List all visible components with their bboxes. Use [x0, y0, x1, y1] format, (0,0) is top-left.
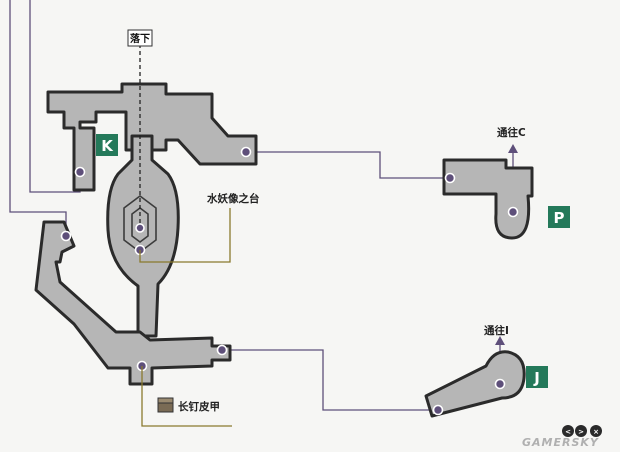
badge-p [548, 206, 570, 228]
dot-j-exit [494, 378, 506, 390]
to-i-label: 通往I [484, 324, 509, 337]
close-icon: × [593, 428, 599, 436]
badge-p-letter: P [554, 209, 565, 227]
main-dungeon [34, 44, 258, 386]
badge-k [96, 134, 118, 156]
close-button[interactable]: × [590, 425, 602, 437]
arrow-heads [495, 144, 518, 345]
armor-leader-line [141, 366, 232, 427]
prev-icon: < [565, 428, 571, 436]
central-shaft-room [106, 134, 180, 338]
drop-marker-box [127, 29, 153, 47]
chest-icon [157, 397, 174, 413]
room-j [424, 350, 526, 418]
room-p [442, 158, 534, 240]
dot-j-entrance [432, 404, 444, 416]
next-icon: > [578, 428, 584, 436]
badge-k-letter: K [101, 137, 114, 155]
dot-p-exit [507, 206, 519, 218]
armor-label: 长钉皮甲 [178, 400, 220, 413]
dot-lower-exit [216, 344, 228, 356]
dot-p-entrance [444, 172, 456, 184]
dot-upper-exit [240, 146, 252, 158]
badge-j-letter: J [533, 369, 540, 387]
statue-label: 水妖像之台 [206, 192, 260, 205]
map-dots [60, 146, 519, 416]
statue-inner-ring [123, 195, 157, 253]
dot-k-entrance [74, 166, 86, 178]
statue-leader-line [139, 208, 231, 263]
nav-controls: < > × [562, 425, 602, 437]
dot-drop [135, 223, 145, 233]
to-c-label: 通往C [497, 126, 526, 139]
gamersky-watermark: GAMERSKY [522, 436, 599, 449]
next-button[interactable]: > [575, 425, 587, 437]
dot-left-entrance [60, 230, 72, 242]
prev-button[interactable]: < [562, 425, 574, 437]
drop-marker-label: 落下 [130, 32, 150, 45]
badge-j [526, 366, 548, 388]
